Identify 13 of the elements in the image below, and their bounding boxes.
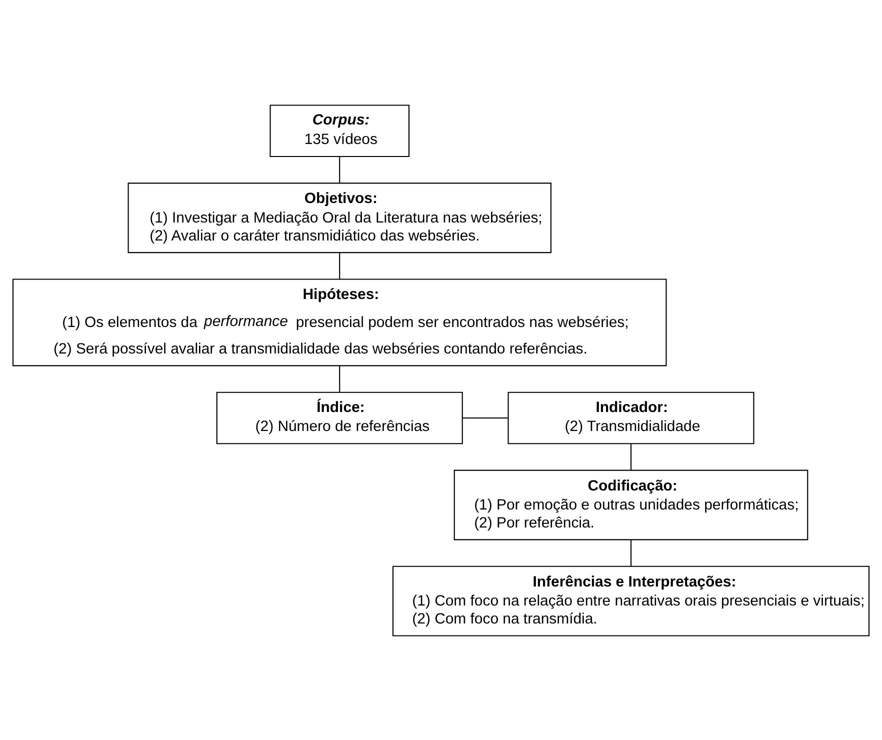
node-box: Hipóteses: (1) Os elementos da performance presencial podem ser encontrados nas webséries; (2) Será possível avaliar a transmidialidade das webséries contando referências. (12, 278, 667, 366)
connector (339, 156, 340, 183)
node-box: Índice: (2) Número de referências (216, 391, 463, 444)
connector (462, 416, 508, 418)
connector (339, 365, 340, 392)
node-box: Indicador: (2) Transmidialidade (508, 391, 754, 444)
connector (630, 539, 632, 566)
node-box: Codificação: (1) Por emoção e outras unidades performáticas; (2) Por referência. (454, 469, 808, 540)
node-box: Corpus: 135 vídeos (270, 104, 410, 157)
node-box: Objetivos: (1) Investigar a Mediação Oral da Literatura nas webséries; (2) Avaliar o caráter transmidiático das webséries. (128, 182, 552, 253)
connector (339, 252, 340, 279)
node-box: Inferências e Interpretações: (1) Com foco na relação entre narrativas orais presenciais e virtuais; (2) Com foco na transmídia. (392, 565, 870, 636)
connector (630, 444, 632, 470)
